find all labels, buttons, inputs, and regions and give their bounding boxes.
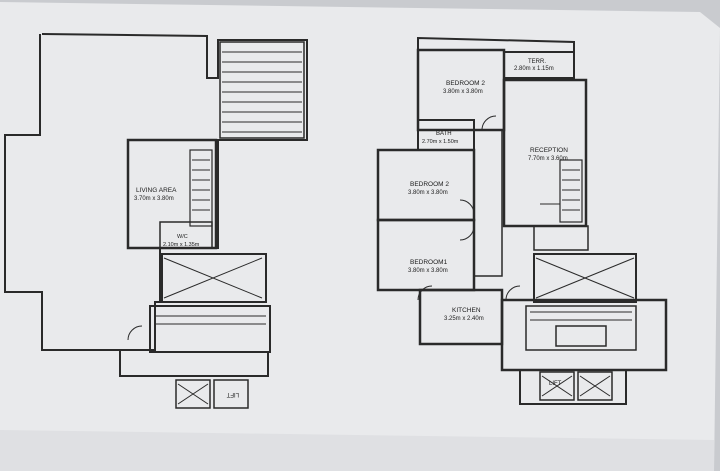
right-reception-size: 7.70m x 3.60m bbox=[528, 156, 568, 162]
right-bedroom-low-size: 3.80m x 3.80m bbox=[408, 268, 448, 274]
right-lift-shaft-b bbox=[577, 371, 613, 401]
left-wc-walls bbox=[159, 221, 213, 249]
right-terrace-size: 2.80m x 1.15m bbox=[514, 66, 554, 72]
right-kitchen-name: KITCHEN bbox=[452, 307, 481, 314]
left-lift-label: LIFT bbox=[226, 391, 239, 397]
left-inner-stair bbox=[189, 149, 213, 227]
right-inner-stair bbox=[559, 159, 583, 223]
right-void bbox=[533, 253, 637, 303]
right-stair-landing bbox=[525, 305, 637, 351]
left-void bbox=[161, 253, 267, 303]
left-floor-plan bbox=[4, 33, 308, 409]
right-reception-name: RECEPTION bbox=[530, 147, 568, 154]
left-lift-shaft-b bbox=[213, 379, 249, 409]
right-lift-label: LIFT bbox=[549, 381, 562, 387]
right-floor-plan bbox=[376, 36, 668, 405]
right-bath-size: 2.70m x 1.50m bbox=[422, 139, 459, 145]
right-bedroom-mid-size: 3.80m x 3.80m bbox=[408, 190, 448, 196]
right-bath-name: BATH bbox=[436, 131, 452, 137]
left-living-area-size: 3.70m x 3.80m bbox=[134, 196, 174, 202]
right-top-outline bbox=[417, 36, 575, 78]
left-plan-details bbox=[127, 51, 302, 405]
right-bedroom-top-name: BEDROOM 2 bbox=[446, 80, 485, 87]
paper-shadow bbox=[0, 430, 714, 471]
right-kitchen-size: 3.25m x 2.40m bbox=[444, 316, 484, 322]
right-bedroom-mid-name: BEDROOM 2 bbox=[410, 181, 449, 188]
right-lower-block bbox=[519, 370, 627, 405]
right-lift-shaft-a bbox=[539, 371, 575, 401]
right-stair-well bbox=[555, 325, 607, 347]
left-living-area-name: LIVING AREA bbox=[136, 187, 177, 194]
left-lift-shaft-a bbox=[175, 379, 211, 409]
right-core bbox=[500, 298, 668, 372]
left-lower-block bbox=[119, 350, 269, 377]
right-terrace-name: TERR. bbox=[528, 59, 546, 65]
right-bedroom-top-size: 3.80m x 3.80m bbox=[443, 89, 483, 95]
left-stair-landing bbox=[149, 305, 271, 353]
right-utility bbox=[533, 225, 589, 251]
right-plan-details bbox=[417, 115, 635, 397]
right-corridor bbox=[473, 129, 503, 277]
left-top-stair bbox=[219, 41, 305, 139]
left-wc-size: 2.10m x 1.35m bbox=[163, 242, 200, 248]
right-bedroom-low-name: BEDROOM1 bbox=[410, 259, 448, 266]
left-wc-name: W/C bbox=[177, 234, 188, 240]
